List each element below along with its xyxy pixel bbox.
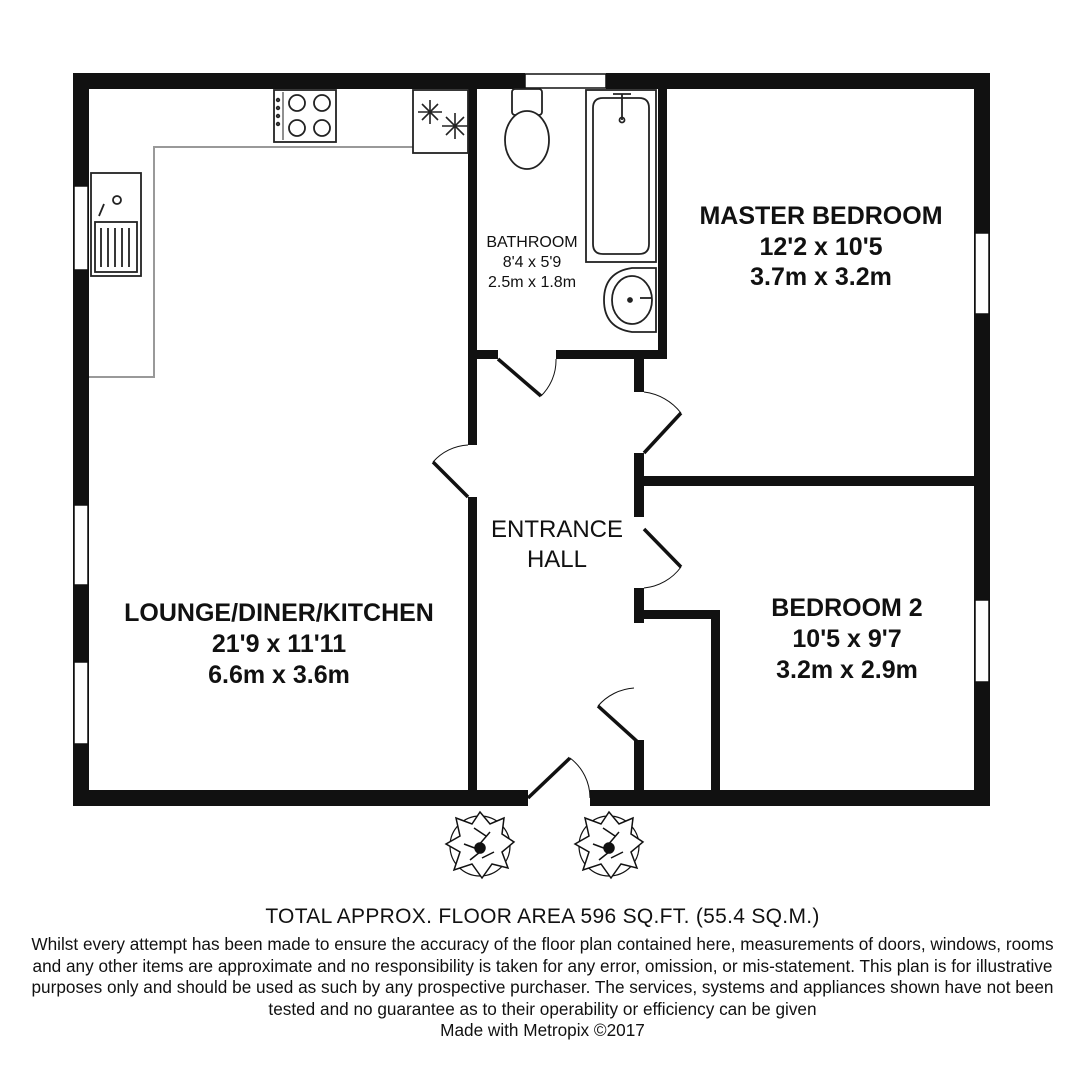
windows [73,73,990,745]
room-name: ENTRANCE [491,516,623,543]
room-imperial: 21'9 x 11'11 [212,630,346,658]
room-imperial: 12'2 x 10'5 [759,233,882,261]
door-cupboard [596,704,642,746]
interior-walls [468,89,974,790]
window-lounge-1 [73,504,89,586]
window-kitchen [73,185,89,271]
fridge-freezer-icon [412,89,469,154]
room-label-hall: ENTRANCE HALL [491,516,623,573]
hob-icon [273,89,337,143]
doors [431,357,683,800]
credit-text: Made with Metropix ©2017 [440,1020,645,1040]
room-imperial: 8'4 x 5'9 [503,254,562,271]
window-master [974,232,990,315]
disclaimer-text: Whilst every attempt has been made to en… [31,934,1054,1019]
bath-icon [585,89,657,263]
room-label-lounge: LOUNGE/DINER/KITCHEN 21'9 x 11'11 6.6m x… [124,599,434,689]
room-metric: 2.5m x 1.8m [488,274,576,291]
sink-icon [90,172,142,277]
outer-walls [73,73,990,806]
room-imperial: 10'5 x 9'7 [792,625,901,653]
window-bedroom2 [974,599,990,683]
room-name: BATHROOM [486,234,577,251]
window-lounge-2 [73,661,89,745]
room-metric: 6.6m x 3.6m [208,661,350,689]
kitchen-counter [89,146,414,378]
door-bedroom2 [642,527,683,569]
window-bathroom [524,73,607,89]
plant-icon [444,810,516,880]
door-lounge [431,460,470,499]
room-name: HALL [527,546,587,573]
room-metric: 3.2m x 2.9m [776,656,918,684]
door-master-bedroom [642,411,683,455]
room-metric: 3.7m x 3.2m [750,263,892,291]
door-bathroom [496,357,543,398]
room-name: MASTER BEDROOM [699,202,942,230]
room-label-bedroom2: BEDROOM 2 10'5 x 9'7 3.2m x 2.9m [771,594,922,684]
room-label-master: MASTER BEDROOM 12'2 x 10'5 3.7m x 3.2m [699,202,942,291]
toilet-icon [504,88,550,170]
plan-footer: TOTAL APPROX. FLOOR AREA 596 SQ.FT. (55.… [0,902,1085,1040]
basin-icon [603,267,657,333]
room-name: LOUNGE/DINER/KITCHEN [124,599,434,627]
plant-icon [573,810,645,880]
total-floor-area: TOTAL APPROX. FLOOR AREA 596 SQ.FT. (55.… [265,905,820,928]
room-name: BEDROOM 2 [771,594,922,622]
floor-plan: MASTER BEDROOM 12'2 x 10'5 3.7m x 3.2m B… [73,73,990,880]
door-entrance [526,756,572,800]
room-label-bathroom: BATHROOM 8'4 x 5'9 2.5m x 1.8m [486,234,577,291]
